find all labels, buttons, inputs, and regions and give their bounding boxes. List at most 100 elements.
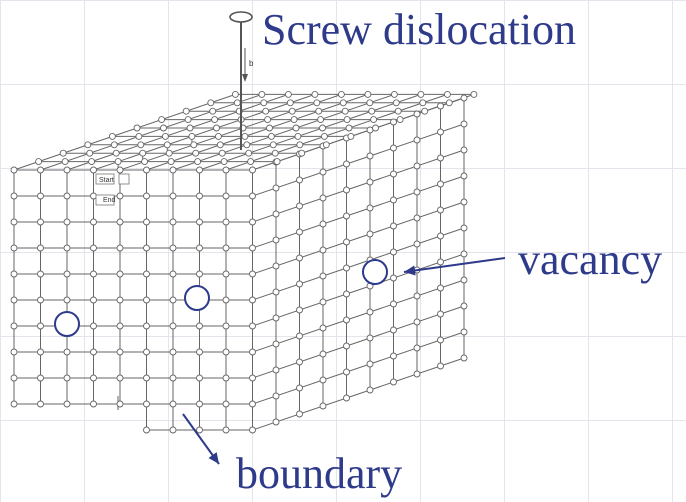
lattice-node-icon	[271, 149, 279, 157]
lattice-node-icon	[343, 186, 350, 194]
lattice-node-icon	[421, 107, 429, 115]
lattice-node-icon	[90, 244, 97, 252]
lattice-node-icon	[139, 149, 147, 157]
lattice-node-icon	[169, 270, 177, 278]
lattice-node-icon	[211, 116, 219, 124]
lattice-node-icon	[413, 110, 421, 118]
lattice-node-icon	[10, 270, 18, 278]
end-label: End	[103, 197, 116, 204]
lattice-node-icon	[143, 348, 150, 356]
lattice-node-icon	[392, 99, 400, 107]
lattice-node-icon	[169, 426, 177, 434]
lattice-node-icon	[110, 141, 118, 149]
lattice-node-icon	[10, 322, 18, 330]
lattice-node-icon	[317, 116, 325, 124]
lattice-node-icon	[319, 272, 327, 280]
burgers-arrowhead-icon	[242, 74, 248, 82]
lattice-node-icon	[460, 276, 468, 284]
lattice-node-icon	[90, 296, 97, 304]
lattice-node-icon	[90, 322, 97, 330]
lattice-node-icon	[196, 244, 203, 252]
lattice-node-icon	[343, 264, 350, 272]
lattice-node-icon	[214, 132, 222, 140]
lattice-node-icon	[272, 366, 280, 374]
lattice-node-icon	[63, 166, 71, 174]
lattice-node-icon	[213, 124, 220, 132]
lattice-node-icon	[116, 244, 124, 252]
lattice-node-icon	[437, 128, 444, 136]
lattice-node-icon	[88, 158, 96, 166]
lattice-node-icon	[160, 124, 167, 132]
lattice-bond	[252, 253, 465, 327]
lattice-node-icon	[266, 124, 273, 132]
lattice-node-icon	[343, 316, 350, 324]
lattice-node-icon	[437, 310, 444, 318]
lattice-node-icon	[339, 99, 347, 107]
lattice-node-icon	[222, 348, 230, 356]
lattice-node-icon	[296, 141, 304, 149]
lattice-node-icon	[390, 274, 397, 282]
vacancy-arrow	[403, 257, 506, 273]
lattice-node-icon	[143, 218, 150, 226]
lattice-node-icon	[222, 400, 230, 408]
lattice-node-icon	[37, 270, 44, 278]
lattice-node-icon	[460, 250, 468, 258]
lattice-node-icon	[216, 141, 224, 149]
lattice-node-icon	[247, 158, 255, 166]
lattice-node-icon	[343, 212, 350, 220]
lattice-node-icon	[437, 362, 444, 370]
lattice-node-icon	[161, 132, 169, 140]
lattice-node-icon	[319, 350, 327, 358]
lattice-node-icon	[413, 318, 421, 326]
start-label: Start	[99, 177, 114, 184]
lattice-node-icon	[141, 158, 149, 166]
lattice-node-icon	[249, 192, 256, 200]
boundary-label: boundary	[236, 449, 403, 498]
lattice-node-icon	[245, 149, 253, 157]
lattice-node-icon	[249, 400, 256, 408]
lattice-node-icon	[413, 214, 421, 222]
lattice-node-icon	[437, 284, 444, 292]
lattice-node-icon	[319, 246, 327, 254]
lattice-node-icon	[343, 238, 350, 246]
lattice-node-icon	[413, 240, 421, 248]
lattice-node-icon	[231, 90, 239, 98]
burgers-circuit-box	[118, 173, 130, 185]
lattice-node-icon	[63, 348, 71, 356]
lattice-node-icon	[10, 400, 18, 408]
lattice-node-icon	[169, 322, 177, 330]
lattice-node-icon	[343, 160, 350, 168]
circular-arrow-icon	[229, 11, 253, 23]
lattice-node-icon	[315, 107, 323, 115]
lattice-node-icon	[249, 296, 256, 304]
lattice-node-icon	[272, 392, 280, 400]
lattice-node-icon	[169, 400, 177, 408]
lattice-node-icon	[63, 218, 71, 226]
lattice-node-icon	[322, 141, 330, 149]
lattice-node-icon	[258, 90, 266, 98]
lattice-node-icon	[188, 132, 196, 140]
lattice-node-icon	[37, 166, 44, 174]
lattice-node-icon	[343, 116, 351, 124]
lattice-bond	[252, 305, 465, 379]
lattice-node-icon	[163, 141, 171, 149]
lattice-node-icon	[460, 328, 468, 336]
lattice-node-icon	[437, 154, 444, 162]
lattice-node-icon	[419, 99, 427, 107]
lattice-node-icon	[390, 300, 397, 308]
lattice-node-icon	[343, 342, 350, 350]
lattice-node-icon	[143, 296, 150, 304]
lattice-node-icon	[345, 124, 353, 132]
lattice-node-icon	[311, 90, 319, 98]
lattice-bond	[252, 227, 465, 301]
lattice-bond	[13, 93, 236, 171]
lattice-node-icon	[249, 348, 256, 356]
lattice-node-icon	[169, 374, 177, 382]
lattice-node-icon	[390, 144, 397, 152]
lattice-node-icon	[143, 400, 150, 408]
lattice-node-icon	[319, 124, 326, 132]
lattice-node-icon	[284, 90, 292, 98]
lattice-node-icon	[319, 298, 327, 306]
lattice-node-icon	[294, 132, 302, 140]
lattice-node-icon	[288, 107, 296, 115]
